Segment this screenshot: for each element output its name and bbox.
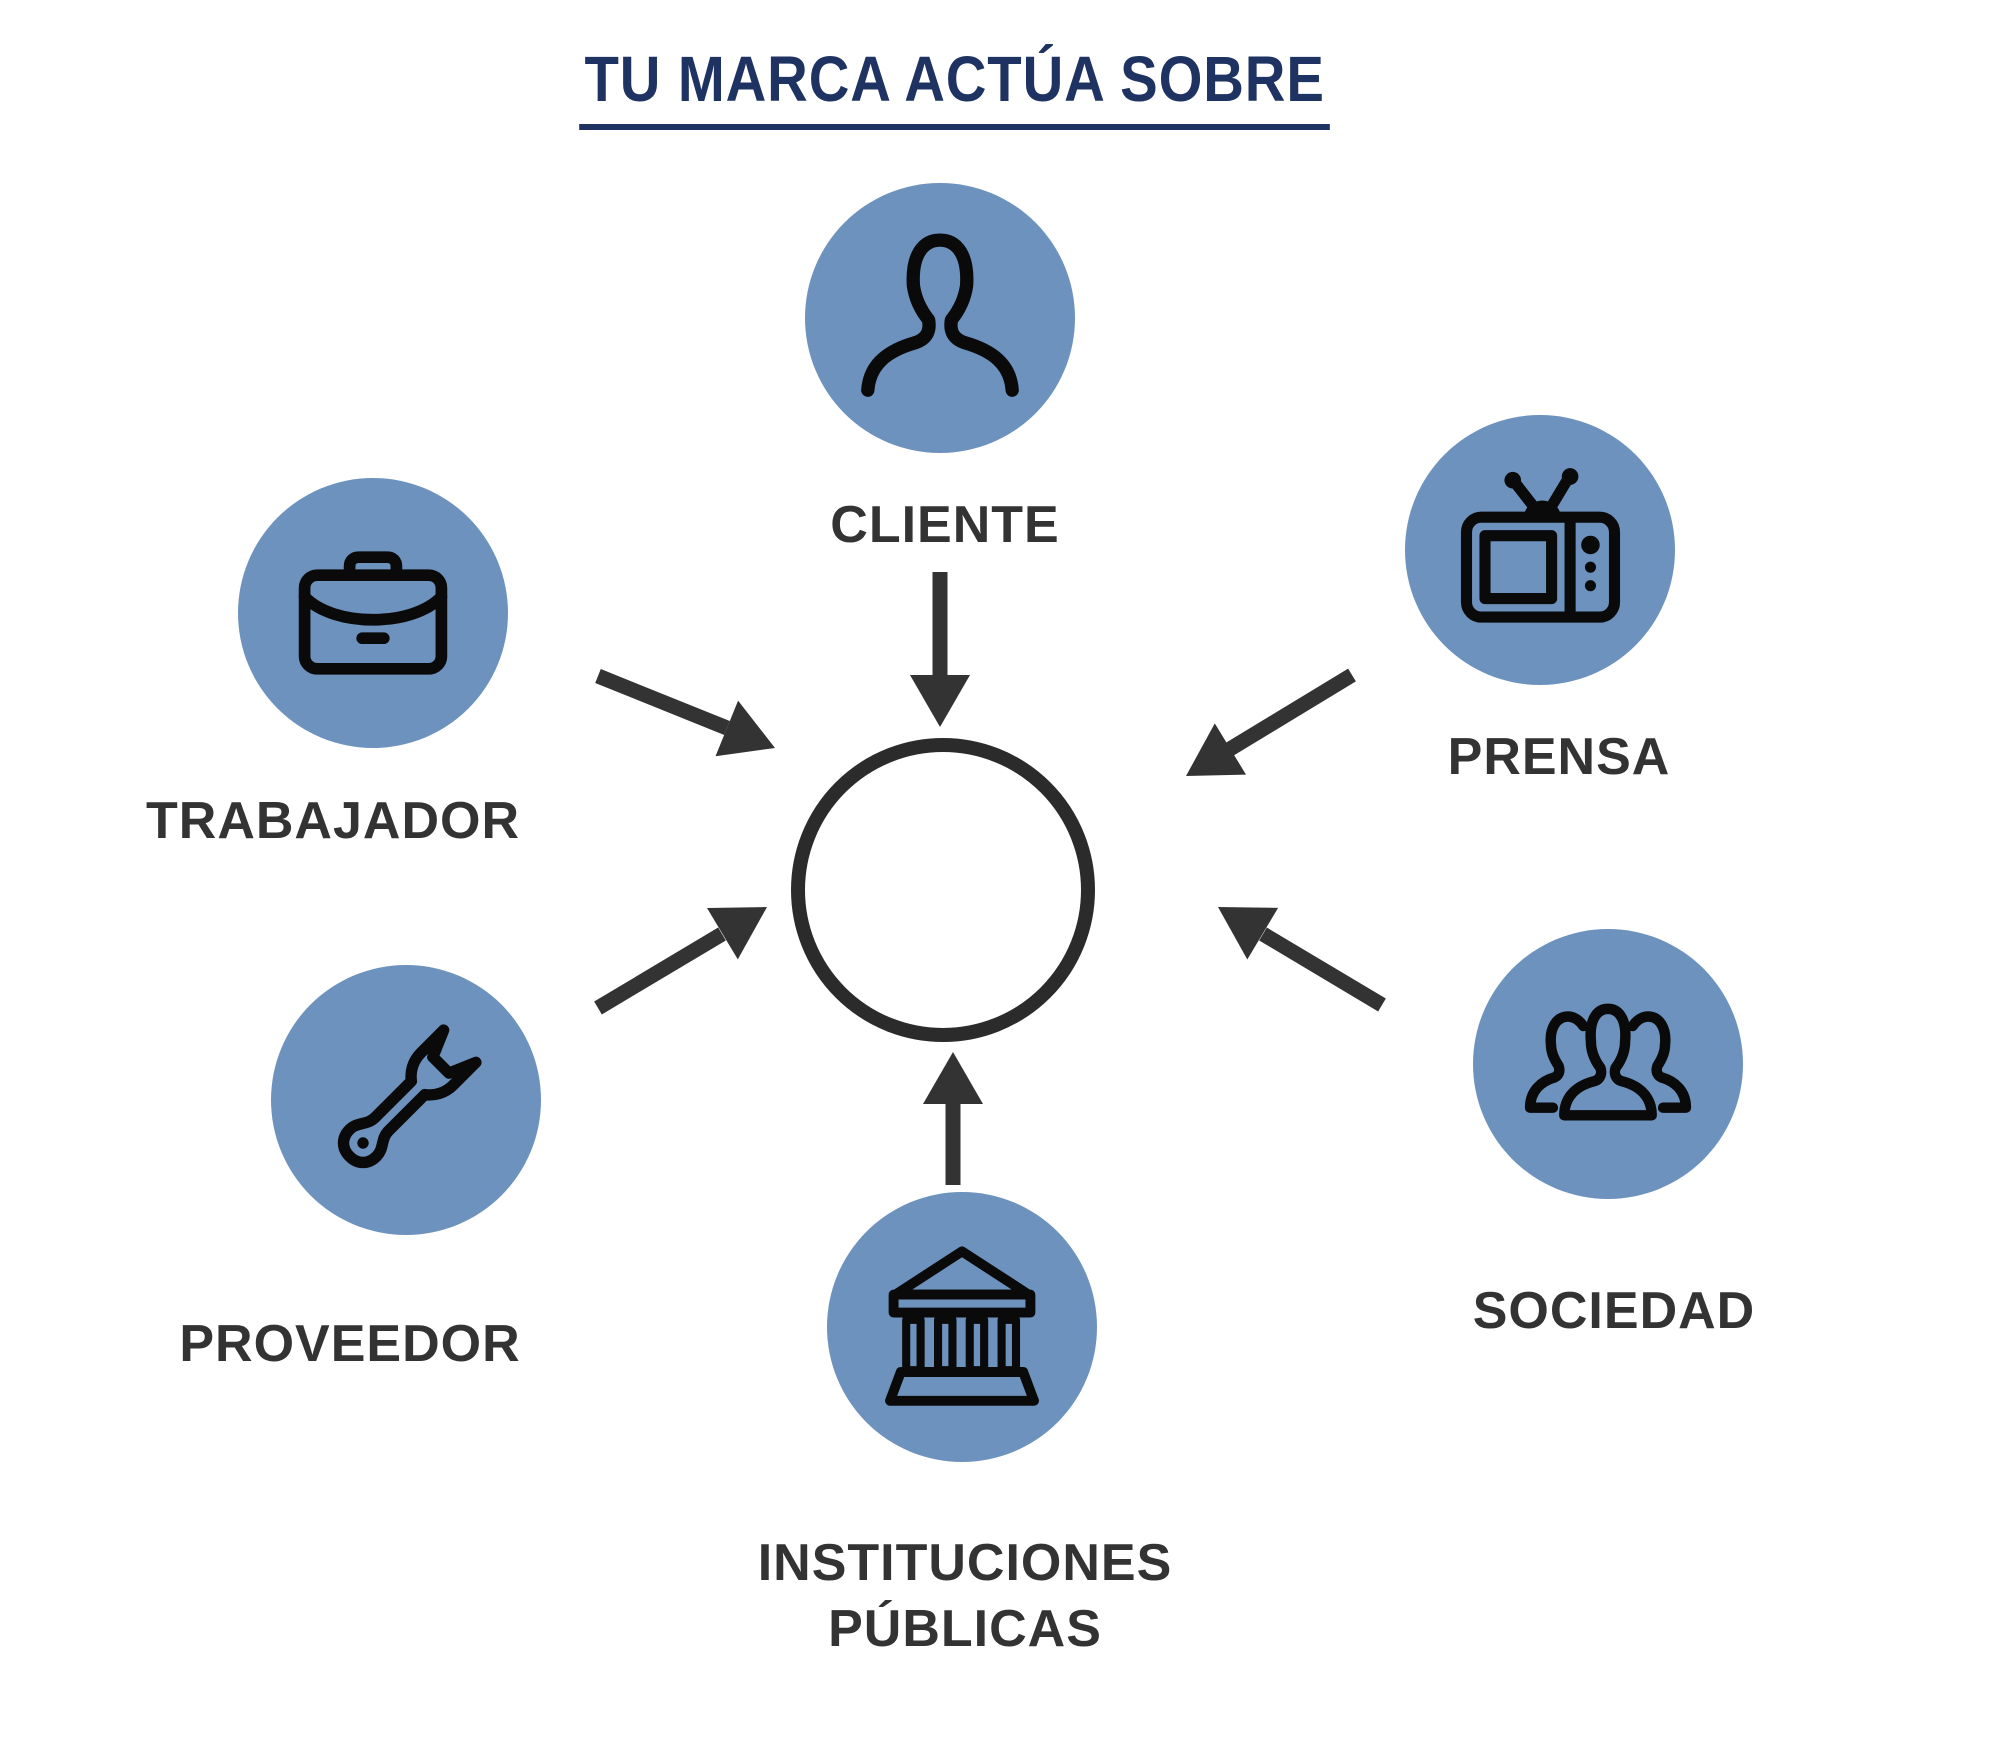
node-label-sociedad: SOCIEDAD: [1472, 1282, 1756, 1340]
node-label-cliente: CLIENTE: [830, 496, 1060, 554]
node-prensa: [1405, 415, 1675, 685]
arrow-sociedad-to-center: [1218, 907, 1386, 1012]
briefcase-icon: [298, 551, 448, 675]
bank-icon: [885, 1246, 1039, 1406]
page-title-text: TU MARCA ACTÚA SOBRE: [579, 42, 1331, 130]
arrow-trabajador-to-center: [595, 669, 775, 757]
people-group-icon: [1524, 1003, 1692, 1121]
node-label-trabajador: TRABAJADOR: [146, 792, 520, 850]
node-sociedad: [1473, 929, 1743, 1199]
arrow-cliente-to-center: [910, 572, 970, 727]
arrow-proveedor-to-center: [594, 907, 767, 1015]
node-trabajador: [238, 478, 508, 748]
node-label-proveedor: PROVEEDOR: [179, 1315, 521, 1373]
center-circle: [791, 738, 1095, 1042]
node-label-prensa: PRENSA: [1447, 728, 1671, 786]
arrow-instituciones-to-center: [923, 1052, 983, 1185]
node-proveedor: [271, 965, 541, 1235]
person-icon: [861, 233, 1019, 397]
arrow-prensa-to-center: [1186, 668, 1356, 776]
node-instituciones-publicas: [827, 1192, 1097, 1462]
wrench-icon: [337, 1024, 482, 1169]
tv-icon: [1460, 467, 1620, 623]
node-cliente: [805, 183, 1075, 453]
page-title: TU MARCA ACTÚA SOBRE: [0, 42, 1910, 130]
node-label-instituciones-publicas: INSTITUCIONES PÚBLICAS: [757, 1534, 1173, 1658]
